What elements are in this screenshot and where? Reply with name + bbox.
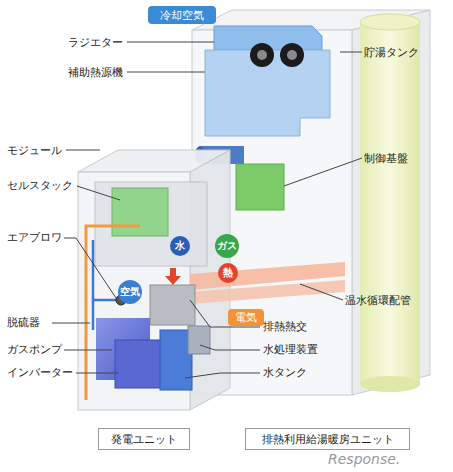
module-box <box>95 182 207 266</box>
flow-bubble: 水 <box>170 236 190 256</box>
leader-line <box>64 350 112 351</box>
bubble-circle <box>215 234 239 258</box>
part-label: 温水循環配管 <box>345 295 411 306</box>
leader-line <box>200 345 260 350</box>
pipe <box>86 226 140 235</box>
part-label: 排熱熱交 <box>263 321 307 332</box>
hot-water-pipe <box>190 280 345 304</box>
leader-line <box>77 186 120 200</box>
bubble-circle <box>218 263 238 283</box>
heat-exchanger <box>150 285 195 325</box>
part-label: ラジエター <box>68 37 123 48</box>
flow-bubble: ガス <box>215 234 239 258</box>
leader-line <box>185 373 260 378</box>
part-label: 水タンク <box>263 367 307 378</box>
part-label: 脱硫器 <box>7 317 40 328</box>
part-label: ガスポンプ <box>7 344 62 355</box>
flow-bubble: 熱 <box>218 263 238 283</box>
pipe <box>85 235 88 400</box>
fan <box>280 43 304 67</box>
unit-side <box>352 10 430 395</box>
part-label: インバーター <box>7 367 73 378</box>
flow-tag: 電気 <box>228 309 264 326</box>
bubble-circle <box>118 280 142 304</box>
fan <box>250 43 274 67</box>
node-label: 空気 <box>120 287 140 297</box>
leader-line <box>340 52 362 53</box>
leader-line <box>284 158 362 186</box>
gas-pump <box>115 340 165 388</box>
fan-hub <box>257 50 267 60</box>
node-label: 水 <box>175 241 185 251</box>
tank-body <box>360 22 420 384</box>
part-label: 貯湯タンク <box>364 47 419 58</box>
leader-line <box>300 284 343 300</box>
part-label: セルスタック <box>7 180 73 191</box>
unit-caption-box: 発電ユニット <box>98 428 190 450</box>
pipe <box>92 240 95 330</box>
leader-line <box>76 373 118 374</box>
part-label: エアブロワ <box>7 232 62 243</box>
node-label: 電気 <box>235 312 257 323</box>
flow-tag: 冷却空気 <box>148 6 216 24</box>
node-label: 発電ユニット <box>111 434 177 445</box>
control-board <box>236 164 284 210</box>
flow-bubble: 空気 <box>118 280 142 304</box>
part-label: 補助熱源機 <box>68 67 123 78</box>
part-label: 制御基盤 <box>364 153 408 164</box>
leader-line <box>52 323 90 324</box>
node-label: 排熱利用給湯暖房ユニット <box>262 434 394 445</box>
node-label: 熱 <box>223 268 233 278</box>
leader-line <box>190 300 260 327</box>
pipe <box>93 299 118 302</box>
tank-bottom <box>360 376 420 392</box>
water-treatment <box>188 326 210 354</box>
bubble-circle <box>170 236 190 256</box>
node-label: ガス <box>217 241 237 251</box>
part-label: 水処理装置 <box>263 344 318 355</box>
watermark: Response. <box>328 452 400 466</box>
unit-caption-box: 排熱利用給湯暖房ユニット <box>245 428 410 450</box>
tank-top <box>360 14 420 30</box>
part-label: モジュール <box>7 145 62 156</box>
cell-stack <box>112 188 168 236</box>
leader-line <box>64 238 116 298</box>
heat-arrow <box>165 268 181 285</box>
leader-line <box>127 42 214 43</box>
water-tank <box>160 330 192 390</box>
leader-line <box>66 150 100 151</box>
node-label: 冷却空気 <box>160 10 204 21</box>
leader-line <box>127 72 205 73</box>
fan-hub <box>287 50 297 60</box>
